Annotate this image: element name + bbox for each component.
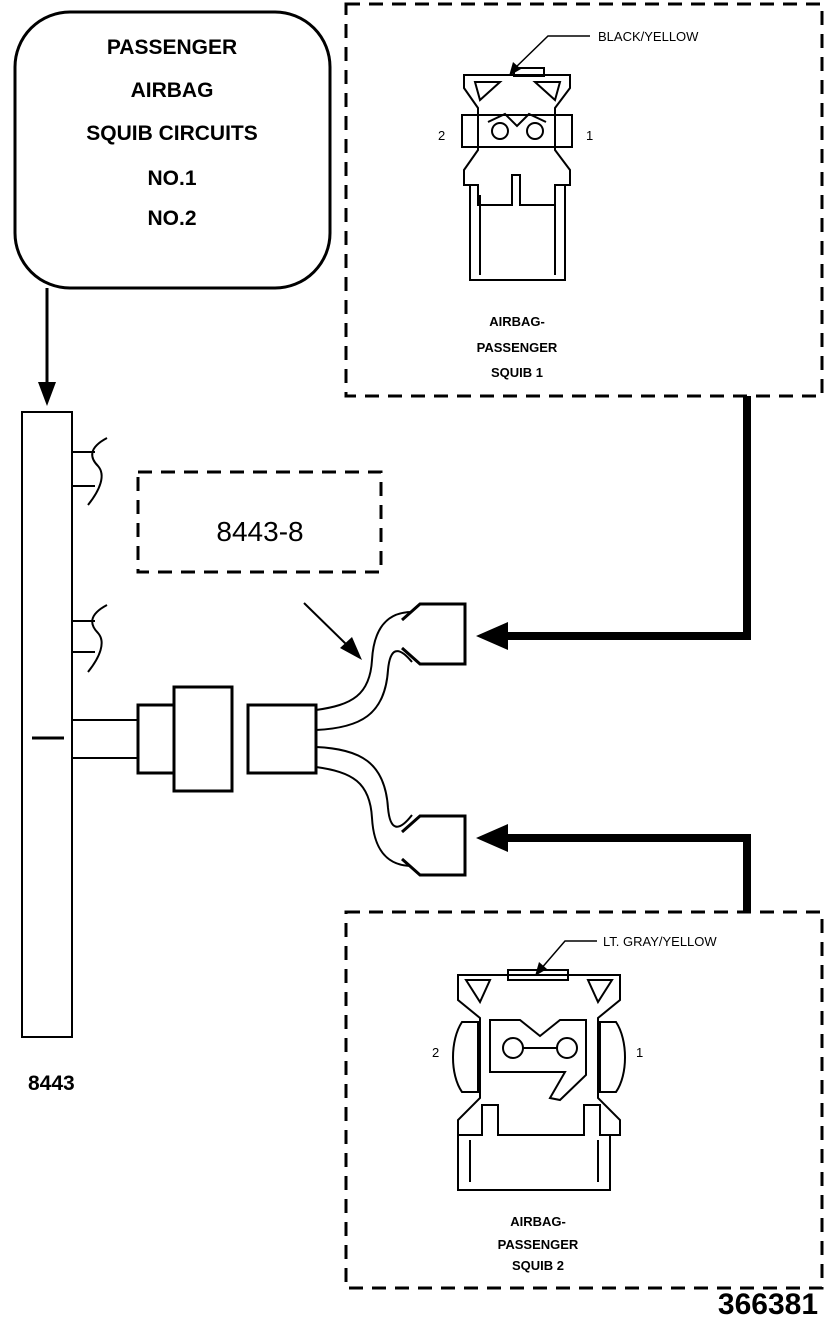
squib1-name-line-1: AIRBAG- (489, 314, 545, 329)
harness-end-upper (401, 602, 467, 666)
title-box (13, 10, 332, 290)
inline-connector (136, 685, 318, 793)
squib2-wire-callout (535, 940, 597, 976)
squib1-pin-2: 2 (438, 128, 445, 143)
title-line-5: NO.2 (147, 207, 196, 230)
title-line-1: PASSENGER (107, 36, 237, 59)
squib2-pin-1: 1 (636, 1045, 643, 1060)
branch-stub-lower (72, 604, 108, 673)
squib1-name-line-3: SQUIB 1 (491, 365, 543, 380)
squib1-connector (461, 67, 573, 281)
squib1-box (344, 2, 824, 398)
figure-number: 366381 (718, 1288, 818, 1321)
main-branch (72, 719, 138, 759)
title-line-4: NO.1 (147, 167, 196, 190)
title-line-3: SQUIB CIRCUITS (86, 122, 258, 145)
harness-label-box (136, 470, 383, 574)
squib1-connection-line (476, 396, 751, 650)
squib2-name-line-1: AIRBAG- (510, 1214, 566, 1229)
harness-wire-upper (315, 611, 413, 731)
squib1-wire-callout (509, 35, 590, 76)
title-arrow (38, 288, 56, 406)
harness-bar (21, 411, 73, 1038)
squib2-name-line-3: SQUIB 2 (512, 1258, 564, 1273)
squib1-wire-color: BLACK/YELLOW (598, 29, 699, 44)
squib2-connector (452, 969, 626, 1191)
harness-id: 8443 (28, 1072, 75, 1095)
squib1-name-line-2: PASSENGER (477, 340, 558, 355)
squib2-box (344, 910, 824, 1290)
squib2-connection-line (476, 824, 751, 912)
squib2-name-line-2: PASSENGER (498, 1237, 579, 1252)
squib2-pin-2: 2 (432, 1045, 439, 1060)
harness-label-arrow (303, 602, 362, 660)
harness-label: 8443-8 (216, 516, 303, 547)
squib1-pin-1: 1 (586, 128, 593, 143)
squib2-wire-color: LT. GRAY/YELLOW (603, 934, 717, 949)
harness-end-lower (401, 814, 467, 877)
branch-stub-upper (72, 437, 108, 506)
harness-wire-lower (315, 746, 413, 867)
title-line-2: AIRBAG (131, 79, 214, 102)
